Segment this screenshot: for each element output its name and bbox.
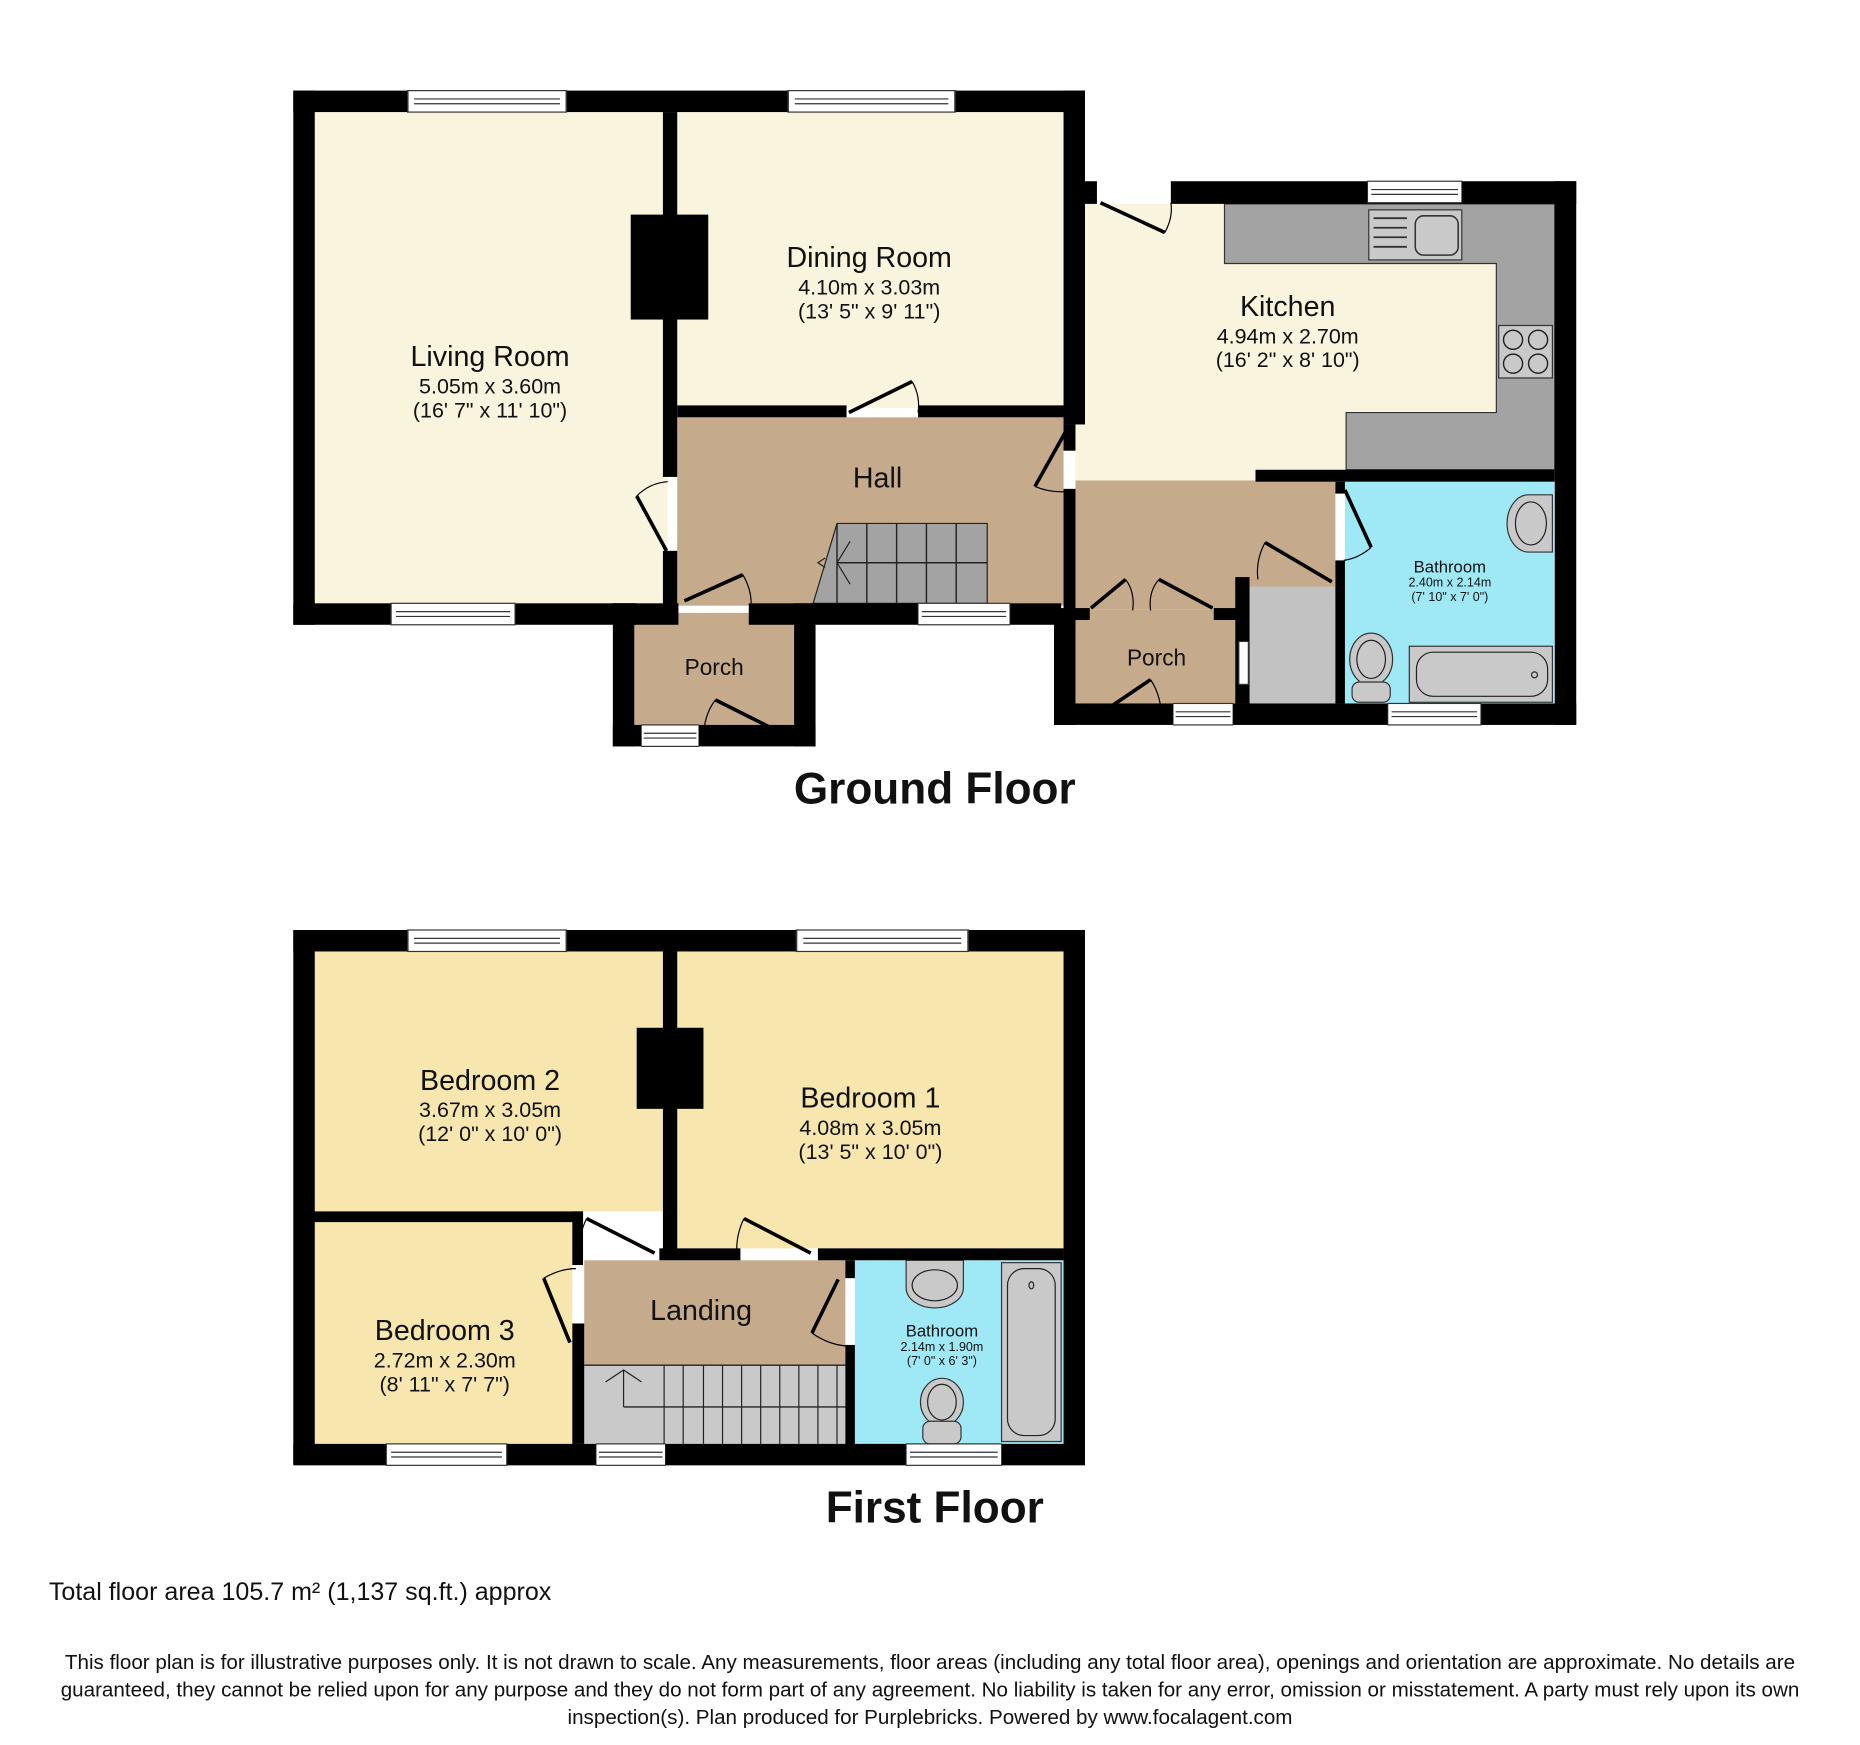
total-floor-area: Total floor area 105.7 m² (1,137 sq.ft.)…	[48, 1578, 552, 1607]
cupboard-area	[1245, 586, 1336, 704]
door-swings	[635, 201, 1373, 740]
room-imperial: (16' 2" x 8' 10")	[1215, 348, 1360, 373]
room-name: Hall	[852, 462, 903, 495]
room-name: Porch	[1126, 646, 1187, 672]
room-name: Kitchen	[1239, 290, 1336, 324]
hall-label: Hall	[853, 463, 902, 496]
room-metric: 5.05m x 3.60m	[419, 373, 562, 398]
room-metric: 2.72m x 2.30m	[373, 1348, 516, 1372]
room-imperial: (13' 5" x 9' 11")	[798, 299, 941, 324]
room-name: Bedroom 1	[800, 1082, 941, 1115]
hob-icon	[1498, 324, 1553, 379]
bath-icon	[1408, 645, 1553, 703]
room-metric: 3.67m x 3.05m	[419, 1097, 562, 1122]
room-metric: 2.40m x 2.14m	[1408, 575, 1492, 591]
bath-icon	[1000, 1262, 1062, 1443]
stairs-icon	[584, 1364, 846, 1444]
first-bathroom-label: Bathroom 2.14m x 1.90m (7' 0" x 6' 3")	[901, 1321, 984, 1369]
dining-room-area	[677, 112, 1064, 408]
toilet-icon	[1349, 632, 1394, 703]
room-metric: 4.94m x 2.70m	[1216, 323, 1359, 348]
toilet-icon	[919, 1377, 964, 1445]
front-porch-label: Porch	[685, 656, 744, 682]
front-porch-area	[634, 612, 795, 745]
room-name: Bedroom 3	[374, 1315, 515, 1348]
rear-porch-label: Porch	[1127, 646, 1186, 672]
room-imperial: (7' 10" x 7' 0")	[1411, 590, 1489, 605]
bedroom-2-label: Bedroom 2 3.67m x 3.05m (12' 0" x 10' 0"…	[418, 1065, 562, 1147]
basin-icon	[1506, 494, 1553, 553]
dining-room-label: Dining Room 4.10m x 3.03m (13' 5" x 9' 1…	[786, 242, 951, 324]
room-imperial: (12' 0" x 10' 0")	[418, 1122, 563, 1147]
room-imperial: (16' 7" x 11' 10")	[412, 398, 568, 423]
landing-area	[584, 1260, 846, 1366]
room-name: Dining Room	[786, 242, 952, 275]
first-floor-title: First Floor	[825, 1483, 1044, 1533]
disclaimer-text: This floor plan is for illustrative purp…	[60, 1650, 1800, 1729]
living-room-area	[313, 112, 668, 604]
ground-bathroom-label: Bathroom 2.40m x 2.14m (7' 10" x 7' 0")	[1408, 557, 1491, 605]
room-name: Bedroom 2	[420, 1064, 561, 1097]
bedroom-1-label: Bedroom 1 4.08m x 3.05m (13' 5" x 10' 0"…	[798, 1083, 942, 1165]
room-metric: 4.08m x 3.05m	[799, 1115, 942, 1140]
room-name: Bathroom	[905, 1321, 979, 1341]
room-name: Bathroom	[1413, 556, 1487, 576]
room-name: Living Room	[410, 341, 570, 374]
bedroom-3-area	[313, 1220, 573, 1446]
ground-floor-title: Ground Floor	[793, 764, 1076, 814]
room-metric: 4.10m x 3.03m	[798, 274, 941, 299]
room-imperial: (13' 5" x 10' 0")	[798, 1140, 943, 1165]
stairs-icon	[812, 522, 988, 604]
bedroom-1-area	[677, 950, 1064, 1249]
room-metric: 2.14m x 1.90m	[900, 1340, 984, 1355]
bedroom-3-label: Bedroom 3 2.72m x 2.30m (8' 11" x 7' 7")	[374, 1315, 516, 1397]
kitchen-label: Kitchen 4.94m x 2.70m (16' 2" x 8' 10")	[1216, 291, 1360, 373]
room-name: Landing	[650, 1294, 753, 1328]
room-name: Porch	[684, 655, 744, 681]
living-room-label: Living Room 5.05m x 3.60m (16' 7" x 11' …	[411, 341, 570, 423]
landing-label: Landing	[650, 1295, 752, 1328]
ground-floor-plan	[293, 89, 1577, 747]
basin-icon	[905, 1259, 964, 1309]
room-imperial: (8' 11" x 7' 7")	[379, 1372, 510, 1397]
first-floor-plan	[293, 929, 1086, 1466]
room-imperial: (7' 0" x 6' 3")	[906, 1354, 977, 1369]
bedroom-2-area	[313, 950, 663, 1212]
